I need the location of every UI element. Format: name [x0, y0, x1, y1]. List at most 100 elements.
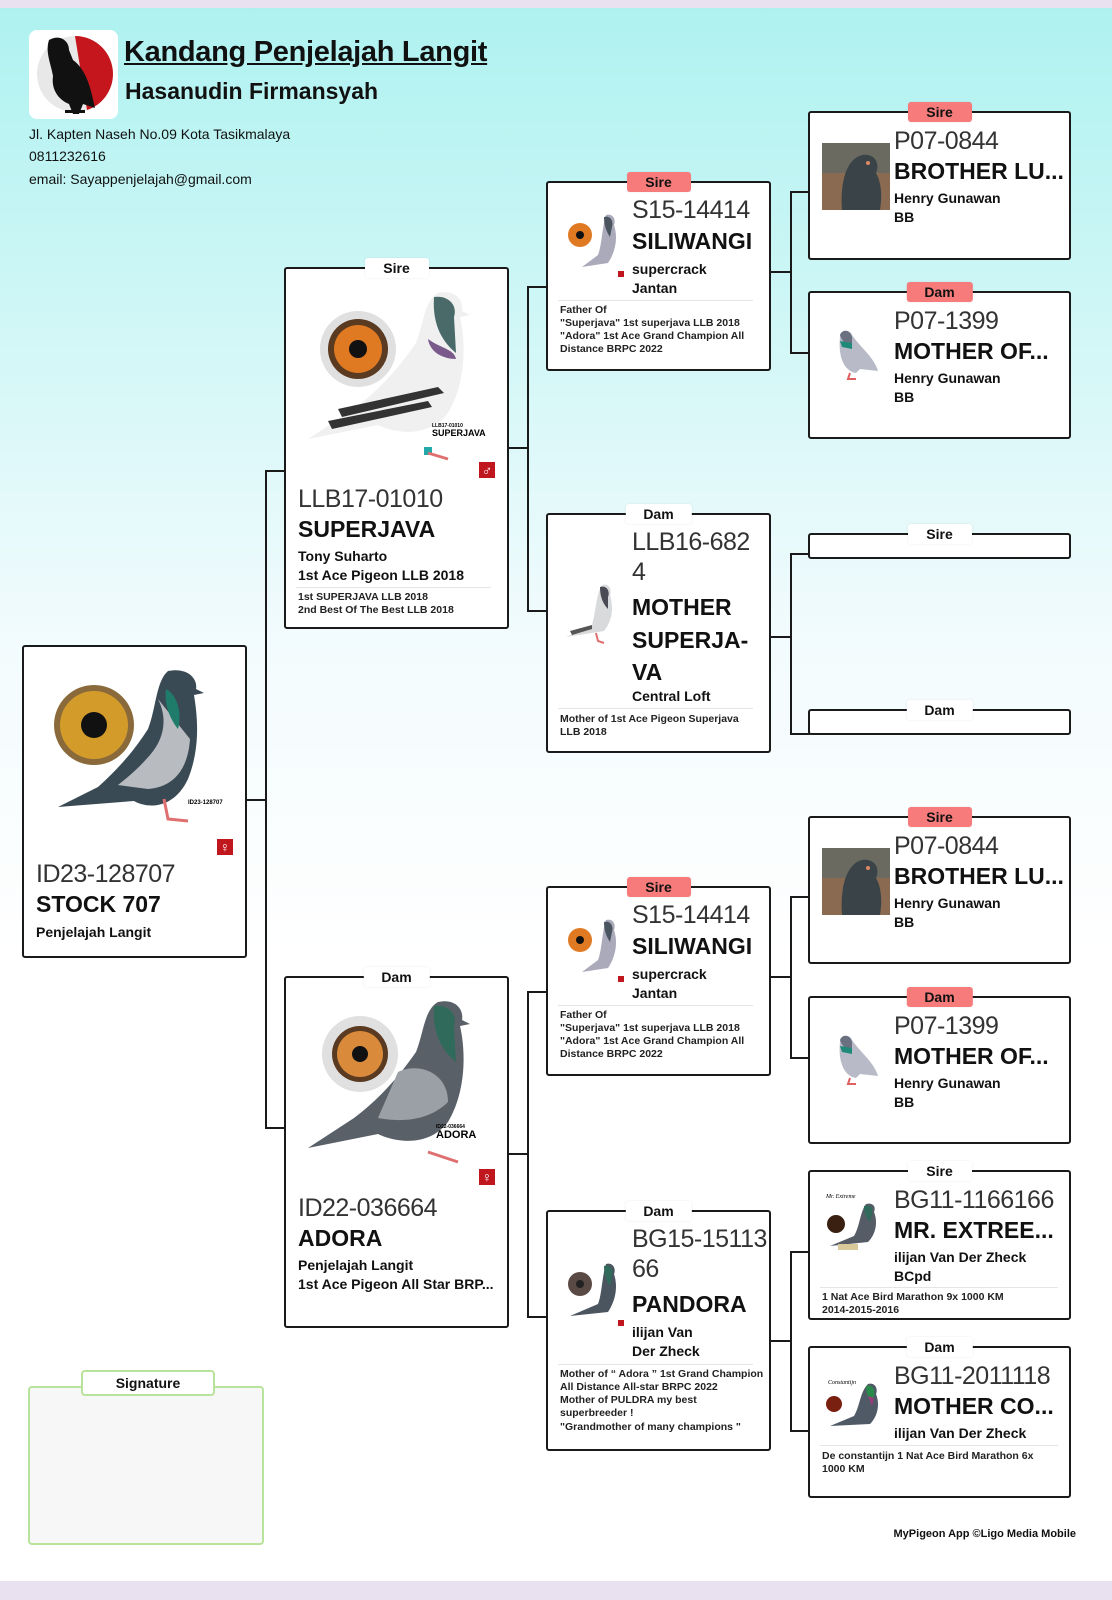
color: BB: [894, 209, 915, 225]
note-line: "Superjava" 1st superjava LLB 2018: [560, 317, 740, 330]
owner: ilijan Van Der Zheck: [894, 1425, 1027, 1441]
connector: [790, 733, 810, 735]
dam-sire-card[interactable]: Sire S15-14414 SILIWANGI supercrack Jant…: [546, 877, 771, 1076]
connector: [770, 636, 791, 638]
owner: ilijan Van Der Zheck: [632, 1323, 700, 1361]
divider: [296, 587, 491, 588]
connector: [508, 1153, 528, 1155]
divider: [820, 1445, 1058, 1446]
pigeon-name: SUPERJAVA: [298, 516, 436, 542]
sdd-card-empty[interactable]: Dam: [808, 700, 1071, 735]
note-line: 1 Nat Ace Bird Marathon 9x 1000 KM: [822, 1291, 1004, 1303]
dam-card[interactable]: Dam ID22-036664 ADORA ♀ ID22-036664 ADOR…: [284, 967, 509, 1328]
pigeon-photo-icon: [568, 214, 624, 277]
pedigree-page: Kandang Penjelajah Langit Hasanudin Firm…: [0, 8, 1112, 1581]
pigeon-photo-icon: [568, 919, 624, 982]
ring-number: LLB17-01010: [298, 485, 443, 513]
note-line: 2014-2015-2016: [822, 1304, 900, 1317]
pigeon-name: BROTHER LU...: [894, 863, 1064, 889]
loft-title: Kandang Penjelajah Langit: [124, 36, 488, 68]
ssd-card[interactable]: Dam P07-1399 MOTHER OF... Henry Gunawan …: [808, 282, 1071, 439]
sire-dam-card[interactable]: Dam LLB16-682 4 MOTHER SUPERJA- VA Centr…: [546, 504, 771, 753]
sire-tag: Sire: [907, 1161, 972, 1181]
pigeon-name: MOTHER SUPERJA- VA: [632, 591, 748, 689]
ring-number: P07-0844: [894, 832, 999, 860]
ring-number: P07-1399: [894, 307, 999, 335]
divider: [558, 1364, 753, 1365]
dsd-card[interactable]: Dam P07-1399 MOTHER OF... Henry Gunawan …: [808, 987, 1071, 1144]
ring-number: BG11-1166166: [894, 1186, 1054, 1214]
connector: [527, 286, 529, 611]
ring-line: BG15-15113: [632, 1225, 767, 1253]
owner: Henry Gunawan: [894, 370, 1001, 386]
dss-card[interactable]: Sire P07-0844 BROTHER LU... Henry Gunawa…: [808, 807, 1071, 964]
notes: Mother of 1st Ace Pigeon Superjava LLB 2…: [560, 713, 739, 739]
connector: [246, 799, 266, 801]
owner-line: Der Zheck: [632, 1342, 700, 1359]
subject-card[interactable]: ID23-128707 ♀ ID23-128707 STOCK 707 Penj…: [22, 645, 247, 958]
note-line: "Adora" 1st Ace Grand Champion All: [560, 1035, 745, 1048]
photo-caption-name: SUPERJAVA: [432, 428, 486, 438]
sds-card-empty[interactable]: Sire: [808, 524, 1071, 559]
female-sex-icon: ♀: [217, 839, 233, 855]
owner: Central Loft: [632, 688, 711, 704]
notes: De constantijn 1 Nat Ace Bird Marathon 6…: [822, 1450, 1033, 1476]
sire-sire-card[interactable]: Sire S15-14414 SILIWANGI supercrack Jant…: [546, 172, 771, 371]
note-line: 1st SUPERJAVA LLB 2018: [298, 591, 428, 603]
sire-tag: Sire: [364, 258, 429, 278]
connector: [790, 896, 810, 898]
dds-card[interactable]: Sire Mr. Extreme BG11-1166166 MR. EXTREE…: [808, 1161, 1071, 1320]
ring-line: 4: [632, 558, 646, 586]
ring-number: ID22-036664: [298, 1194, 438, 1222]
pigeon-name: ADORA: [298, 1225, 383, 1251]
color: BCpd: [894, 1268, 932, 1284]
dam-dam-card[interactable]: Dam BG15-15113 66 PANDORA ilijan Van Der…: [546, 1201, 771, 1451]
pigeon-photo-icon: LLB17-01010 SUPERJAVA: [308, 292, 486, 461]
color: BB: [894, 914, 915, 930]
dam-tag: Dam: [625, 504, 692, 524]
connector: [790, 1251, 792, 1431]
ring-number: P07-1399: [894, 1012, 999, 1040]
owner-name: Hasanudin Firmansyah: [125, 78, 379, 104]
ring-number: P07-0844: [894, 127, 999, 155]
connector: [527, 286, 548, 288]
pigeon-photo-icon: ID23-128707: [54, 670, 223, 823]
connector: [790, 191, 792, 353]
dam-tag: Dam: [906, 700, 973, 720]
loft-logo: [29, 30, 118, 119]
pigeon-name: PANDORA: [632, 1291, 747, 1317]
email: email: Sayappenjelajah@gmail.com: [29, 171, 252, 187]
note-line: Mother of PULDRA my best: [560, 1394, 697, 1407]
note-line: "Grandmother of many champions ": [560, 1420, 741, 1433]
connector: [790, 553, 792, 734]
color: BB: [894, 389, 915, 405]
pigeon-name: STOCK 707: [36, 891, 161, 917]
sss-card[interactable]: Sire P07-0844 BROTHER LU... Henry Gunawa…: [808, 102, 1071, 260]
dam-tag: Dam: [625, 1201, 692, 1221]
photo-caption-ring: ID22-036664: [436, 1124, 465, 1130]
note-line: Mother of 1st Ace Pigeon Superjava: [560, 713, 739, 725]
dam-tag: Dam: [906, 987, 973, 1007]
notes: Mother of “ Adora ” 1st Grand Champion A…: [560, 1368, 763, 1434]
pigeon-name: SILIWANGI: [632, 228, 753, 254]
owner: Henry Gunawan: [894, 190, 1001, 206]
sire-card[interactable]: Sire LLB17-01010 SUPERJAVA ♂ LLB17-01010…: [284, 258, 509, 629]
ring-line: 66: [632, 1255, 659, 1283]
note-line: Distance BRPC 2022: [560, 343, 663, 356]
signature-box[interactable]: [28, 1386, 264, 1545]
dam-tag: Dam: [363, 967, 430, 987]
photo-caption: ID23-128707: [188, 800, 223, 806]
notes: Father Of "Superjava" 1st superjava LLB …: [560, 1009, 744, 1062]
photo-caption-name: ADORA: [436, 1129, 476, 1141]
pigeon-name: MOTHER OF...: [894, 338, 1049, 364]
ring-number: BG15-15113 66: [632, 1224, 767, 1284]
color: Jantan: [632, 280, 678, 296]
pigeon-photo-icon: [568, 1263, 624, 1326]
connector: [265, 470, 267, 1128]
connector: [265, 1127, 286, 1129]
divider: [558, 708, 753, 709]
ddd-card[interactable]: Dam Constantijn BG11-2011118 MOTHER CO..…: [808, 1337, 1071, 1498]
note-line: LLB 2018: [560, 726, 607, 739]
color: Jantan: [632, 985, 678, 1001]
sire-tag: Sire: [907, 807, 972, 827]
